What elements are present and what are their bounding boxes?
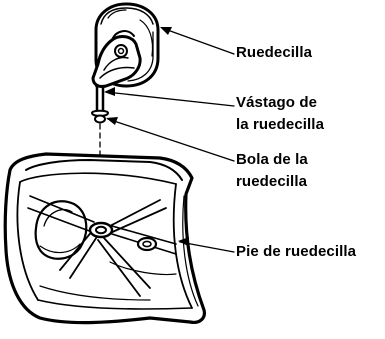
label-caster: Ruedecilla — [236, 44, 312, 62]
leader-caster — [162, 28, 234, 54]
arrowhead-ball — [106, 117, 118, 125]
leader-ball — [108, 119, 234, 161]
label-foot: Pie de ruedecilla — [236, 243, 356, 261]
label-ball-line1: Bola de la — [236, 151, 308, 169]
label-ball-line2: ruedecilla — [236, 173, 307, 191]
caster-wheel-illustration — [93, 4, 158, 87]
leader-stem — [106, 92, 234, 106]
arrowhead-stem — [104, 87, 115, 96]
caster-foot-illustration — [5, 154, 204, 323]
label-stem-line2: la ruedecilla — [236, 116, 324, 134]
label-stem-line1: Vástago de — [236, 94, 317, 112]
